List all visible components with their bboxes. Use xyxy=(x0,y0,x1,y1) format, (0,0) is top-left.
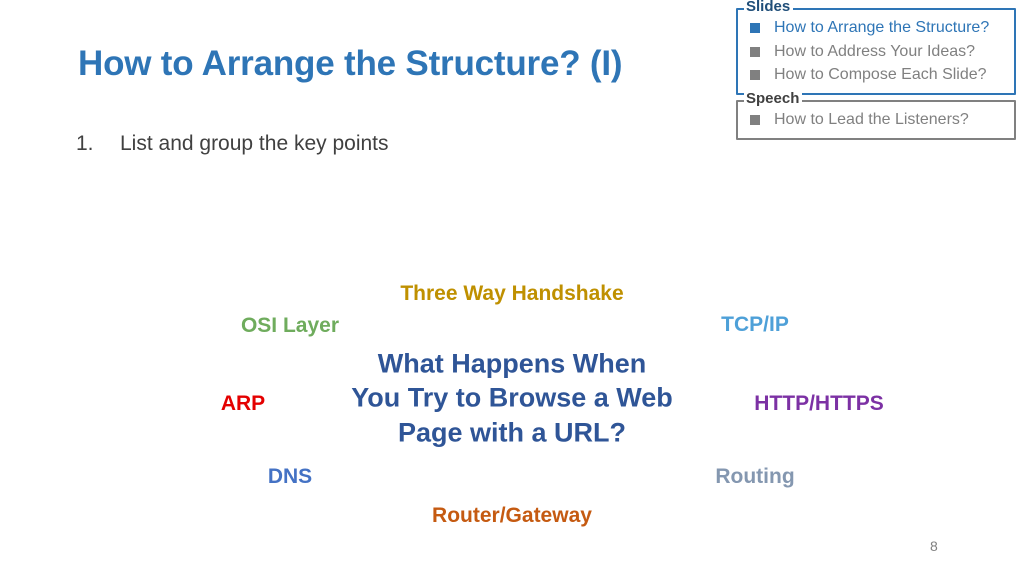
word-cloud-term: HTTP/HTTPS xyxy=(754,392,884,415)
nav-item-label: How to Compose Each Slide? xyxy=(774,66,987,84)
word-cloud-term: Routing xyxy=(715,465,795,488)
word-cloud-center-line: Page with a URL? xyxy=(397,417,627,448)
nav-group-label: Slides xyxy=(744,0,794,14)
square-bullet-icon xyxy=(750,70,760,81)
word-cloud-term: TCP/IP xyxy=(721,313,789,336)
word-cloud-term: OSI Layer xyxy=(240,314,340,337)
page-title: How to Arrange the Structure? (I) xyxy=(78,44,623,83)
nav-item[interactable]: How to Address Your Ideas? xyxy=(744,40,1010,64)
nav-item[interactable]: How to Lead the Listeners? xyxy=(744,108,1010,132)
nav-item-label: How to Address Your Ideas? xyxy=(774,42,976,60)
word-cloud-center-line: You Try to Browse a Web xyxy=(351,382,673,413)
nav-item[interactable]: How to Compose Each Slide? xyxy=(744,63,1010,87)
square-bullet-icon xyxy=(750,46,760,57)
word-cloud-term: ARP xyxy=(220,392,266,415)
nav-group-label: Speech xyxy=(744,91,803,107)
list-item: 1. List and group the key points xyxy=(76,130,636,157)
word-cloud-center-line: What Happens When xyxy=(377,348,647,379)
word-cloud-term: DNS xyxy=(267,465,313,488)
body-list: 1. List and group the key points xyxy=(76,130,636,157)
word-cloud-term: Three Way Handshake xyxy=(400,282,624,305)
square-bullet-icon xyxy=(750,114,760,125)
nav-item-label: How to Lead the Listeners? xyxy=(774,111,969,129)
list-item-text: List and group the key points xyxy=(120,132,389,155)
square-bullet-icon xyxy=(750,22,760,33)
word-cloud-term: Router/Gateway xyxy=(432,504,592,527)
page-number: 8 xyxy=(930,538,938,554)
nav-item[interactable]: How to Arrange the Structure? xyxy=(744,16,1010,40)
nav-item-label: How to Arrange the Structure? xyxy=(774,19,990,36)
list-item-number: 1. xyxy=(76,132,94,155)
